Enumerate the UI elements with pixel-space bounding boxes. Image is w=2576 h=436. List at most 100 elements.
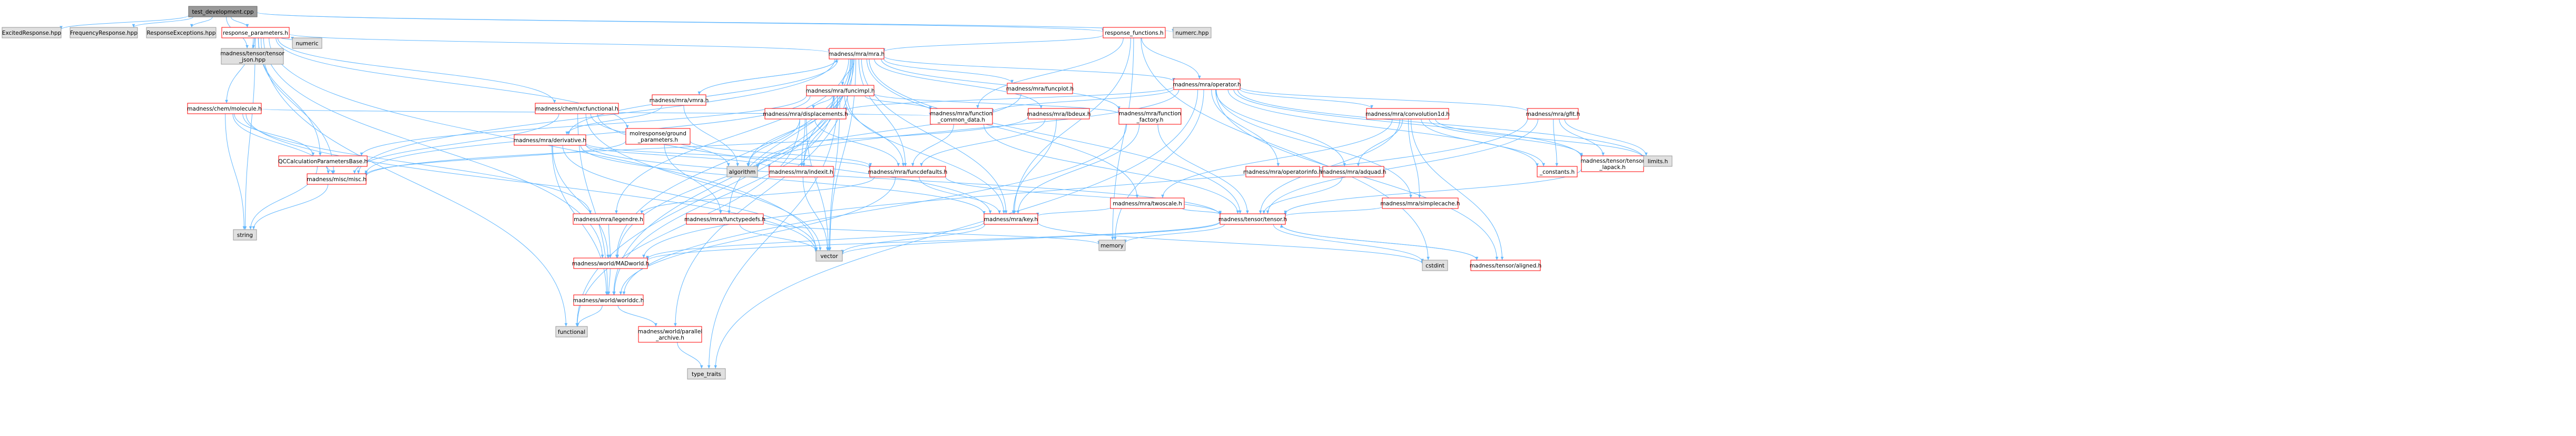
node-func_factory[interactable]: madness/mra/function_factory.h: [1118, 108, 1182, 125]
node-box: [535, 103, 619, 114]
node-MADworld[interactable]: madness/world/MADworld.h: [572, 257, 650, 269]
node-label: algorithm: [729, 169, 756, 175]
node-func_common[interactable]: madness/mra/function_common_data.h: [930, 108, 993, 125]
node-simplecache[interactable]: madness/mra/simplecache.h: [1380, 197, 1460, 209]
node-label-line: madness/mra/twoscale.h: [1113, 201, 1182, 207]
node-label-line: madness/mra/operatorinfo.h: [1243, 169, 1322, 175]
node-response_parameters[interactable]: response_parameters.h: [221, 27, 290, 38]
edge-displacements-to-funcdefaults: [814, 118, 900, 167]
edge-worlddc-to-parallel_archive: [617, 305, 657, 327]
node-vmra[interactable]: madness/mra/vmra.h: [650, 94, 709, 106]
node-box: [1220, 213, 1286, 225]
node-box: [1098, 240, 1126, 251]
edge-funcimpl-to-func_factory: [873, 93, 1120, 114]
node-operator[interactable]: madness/mra/operator.h: [1173, 78, 1241, 90]
edge-func_factory-to-key: [1016, 124, 1140, 214]
node-label: response_parameters.h: [223, 30, 288, 36]
node-memory: memory: [1098, 240, 1126, 251]
node-label-line: madness/tensor/tensor: [220, 51, 284, 57]
node-label: madness/mra/functypedefs.h: [684, 216, 765, 223]
node-aligned[interactable]: madness/tensor/aligned.h: [1470, 260, 1542, 271]
node-molresponse[interactable]: molresponse/ground_parameters.h: [625, 128, 691, 145]
node-indexit[interactable]: madness/mra/indexit.h: [769, 166, 834, 177]
node-legendre[interactable]: madness/mra/legendre.h: [573, 213, 644, 225]
node-label: madness/tensor/tensor_json.hpp: [220, 51, 284, 63]
node-response_functions[interactable]: response_functions.h: [1103, 27, 1166, 38]
node-funcdefaults[interactable]: madness/mra/funcdefaults.h: [868, 166, 948, 177]
node-box: [1643, 155, 1673, 167]
node-convolution1d[interactable]: madness/mra/convolution1d.h: [1365, 108, 1450, 120]
node-label: madness/mra/convolution1d.h: [1365, 111, 1450, 117]
node-label: madness/tensor/tensor.h: [1218, 216, 1287, 223]
node-box: [221, 48, 284, 65]
node-displacements[interactable]: madness/mra/displacements.h: [763, 108, 848, 120]
node-molecule[interactable]: madness/chem/molecule.h: [187, 103, 262, 114]
edge-func_common-to-tensor: [984, 124, 1240, 214]
node-label: madness/world/worlddc.h: [573, 298, 644, 304]
node-QCParam[interactable]: QCCalculationParametersBase.h: [278, 155, 368, 167]
node-box: [188, 6, 258, 17]
edge-operator-to-func_common: [991, 88, 1174, 113]
node-label: limits.h: [1648, 158, 1668, 165]
node-gfit[interactable]: madness/mra/gfit.h: [1526, 108, 1580, 120]
edge-key-to-MADworld: [646, 222, 985, 260]
node-label-line: cstdint: [1425, 263, 1444, 269]
node-worlddc[interactable]: madness/world/worlddc.h: [573, 294, 644, 306]
node-box: [292, 37, 322, 49]
node-label-line: _common_data.h: [937, 117, 985, 123]
node-label: madness/mra/adquad.h: [1321, 169, 1387, 175]
node-operatorinfo[interactable]: madness/mra/operatorinfo.h: [1243, 166, 1322, 177]
edge-molresponse-to-funcdefaults: [690, 141, 872, 167]
node-label-line: madness/chem/molecule.h: [187, 106, 261, 112]
node-label: madness/chem/molecule.h: [187, 106, 261, 112]
node-xcfunctional[interactable]: madness/chem/xcfunctional.h: [535, 103, 619, 114]
edge-convolution1d-to-tensor_lapack: [1429, 118, 1583, 156]
node-adquad[interactable]: madness/mra/adquad.h: [1321, 166, 1387, 177]
node-label-line: _constants.h: [1539, 169, 1575, 175]
node-lbdeux[interactable]: madness/mra/lbdeux.h: [1027, 108, 1091, 120]
edge-tensor-to-cstdint: [1273, 224, 1424, 262]
node-limits: limits.h: [1643, 155, 1673, 167]
node-key[interactable]: madness/mra/key.h: [984, 213, 1038, 225]
node-misc[interactable]: madness/misc/misc.h: [307, 173, 367, 185]
node-label-line: madness/tensor/tensor: [1580, 158, 1645, 164]
node-label-line: string: [237, 232, 253, 239]
node-box: [726, 166, 758, 177]
edge-response_parameters-to-MADworld: [263, 37, 604, 259]
node-label: madness/world/MADworld.h: [572, 261, 650, 267]
edge-funcimpl-to-vector: [828, 95, 840, 251]
node-label-line: functional: [558, 329, 585, 335]
edge-lbdeux-to-funcdefaults: [920, 118, 1046, 167]
node-mra[interactable]: madness/mra/mra.h: [829, 48, 884, 60]
node-parallel_archive[interactable]: madness/world/parallel_archive.h: [638, 326, 702, 343]
node-label-line: madness/mra/simplecache.h: [1380, 201, 1460, 207]
node-derivative[interactable]: madness/mra/derivative.h: [514, 134, 586, 146]
node-funcimpl[interactable]: madness/mra/funcimpl.h: [806, 85, 875, 96]
node-box: [806, 85, 874, 96]
node-box: [687, 368, 726, 380]
node-box: [1470, 260, 1541, 271]
node-label: vector: [820, 253, 838, 260]
node-box: [652, 94, 706, 106]
edge-operator-to-tensor_lapack: [1233, 89, 1583, 158]
node-label: molresponse/ground_parameters.h: [630, 131, 686, 143]
node-constants[interactable]: _constants.h: [1537, 166, 1578, 177]
edge-derivative-to-indexit: [585, 144, 771, 168]
node-functypedefs[interactable]: madness/mra/functypedefs.h: [684, 213, 765, 225]
node-functional: functional: [555, 326, 588, 338]
node-box: [221, 27, 290, 38]
edge-funcdefaults-to-worlddc: [619, 176, 896, 295]
node-numerc: numerc.hpp: [1173, 27, 1212, 38]
node-label: madness/mra/displacements.h: [763, 111, 848, 117]
node-tensor_lapack[interactable]: madness/tensor/tensor_lapack.h: [1580, 155, 1645, 172]
node-label-line: madness/mra/functypedefs.h: [684, 216, 765, 223]
node-box: [1422, 260, 1448, 271]
node-twoscale[interactable]: madness/mra/twoscale.h: [1110, 197, 1185, 209]
node-funcplot[interactable]: madness/mra/funcplot.h: [1006, 83, 1074, 94]
node-box: [573, 294, 644, 306]
node-label: madness/mra/derivative.h: [514, 137, 586, 144]
node-box: [1173, 78, 1241, 90]
edge-funcimpl-to-QCParam: [360, 95, 807, 156]
node-tensor[interactable]: madness/tensor/tensor.h: [1218, 213, 1287, 225]
